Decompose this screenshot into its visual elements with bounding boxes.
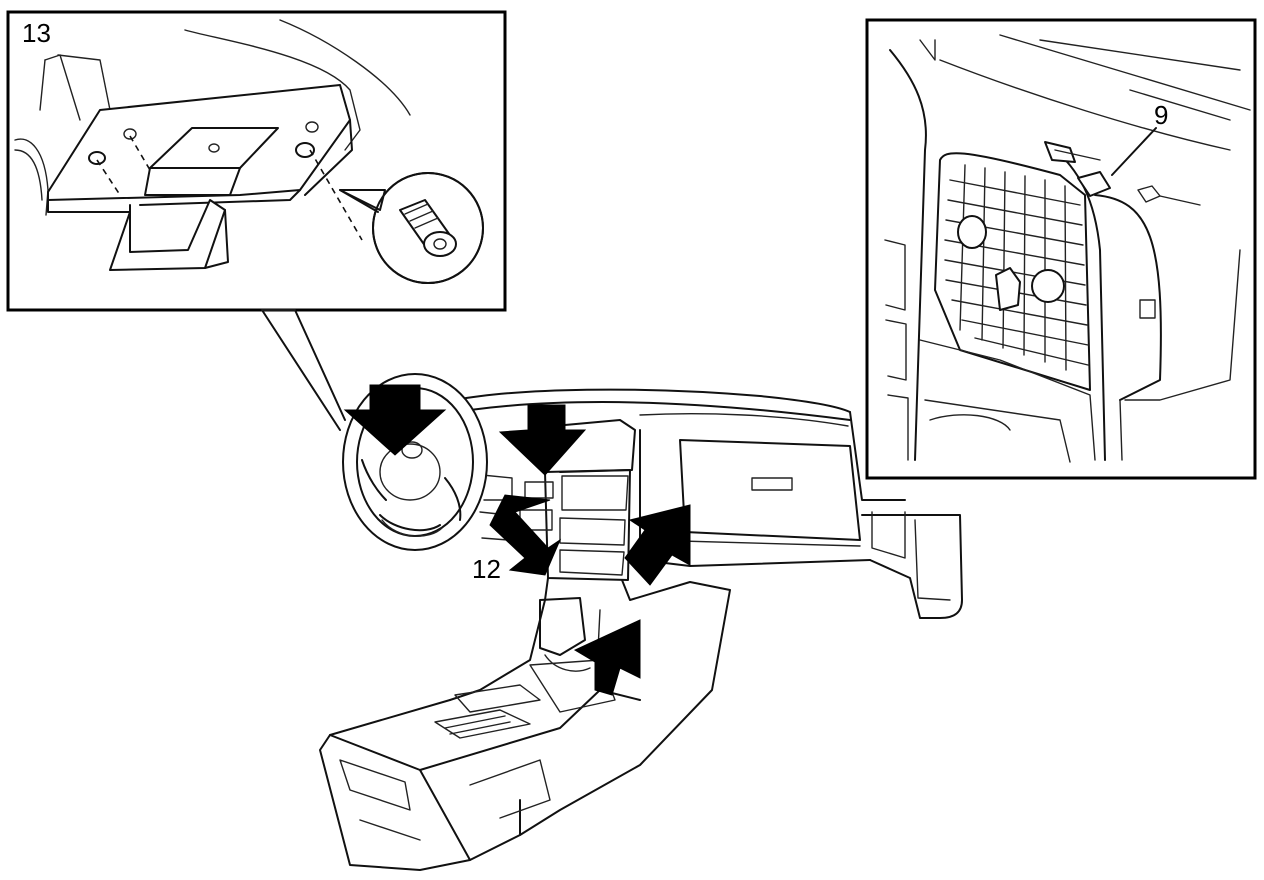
arrow-icon xyxy=(489,494,562,576)
arrow-icon xyxy=(624,504,691,586)
bracket-detail-box: 13 xyxy=(6,10,507,431)
screw-icon xyxy=(399,199,457,257)
callout-12: 12 xyxy=(472,554,501,584)
arrow-icon xyxy=(498,404,587,476)
removal-arrows xyxy=(343,384,691,696)
callout-9: 9 xyxy=(1154,100,1168,130)
vent-detail-box: 9 xyxy=(865,18,1257,480)
arrow-icon xyxy=(343,384,447,456)
callout-13: 13 xyxy=(22,18,51,48)
arrow-icon xyxy=(573,619,641,696)
dashboard xyxy=(319,388,963,871)
